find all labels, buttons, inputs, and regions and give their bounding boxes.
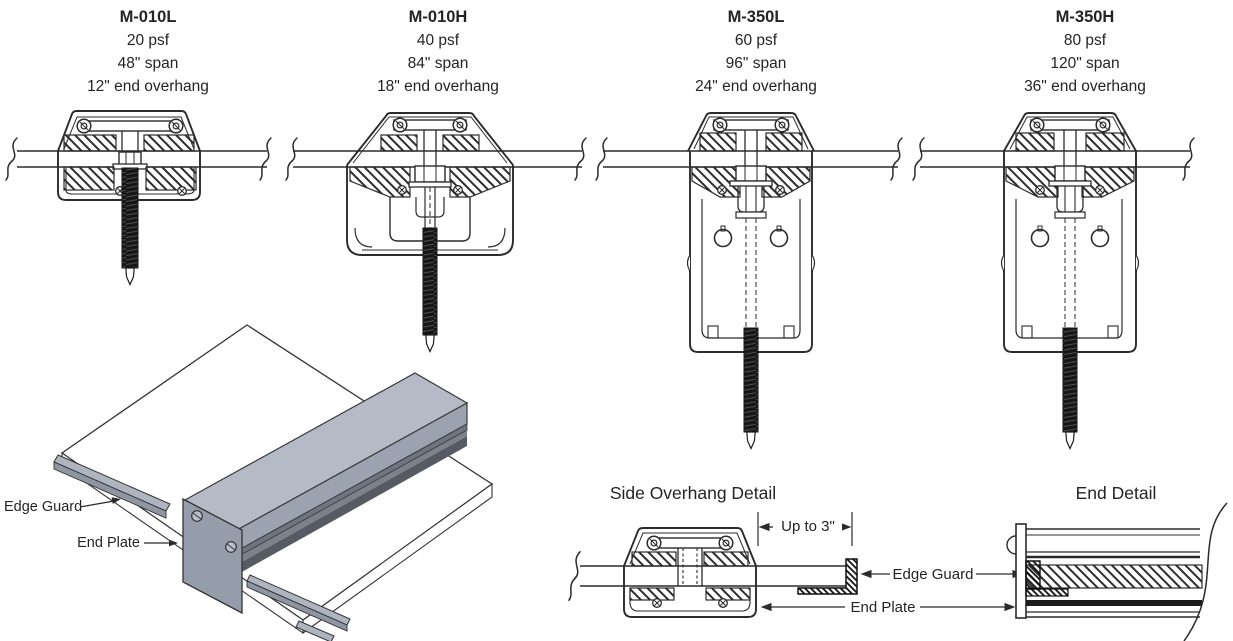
model-overhang: 36" end overhang xyxy=(1024,78,1146,95)
model-span: 48" span xyxy=(117,55,179,72)
side-overhang-detail-title: Side Overhang Detail xyxy=(609,483,777,503)
model-load: 60 psf xyxy=(734,32,778,49)
model-load: 80 psf xyxy=(1063,32,1107,49)
model-overhang: 24" end overhang xyxy=(695,78,817,95)
model-name: M-350L xyxy=(727,8,785,26)
model-span: 84" span xyxy=(407,55,469,72)
iso-end-plate-label: End Plate xyxy=(77,535,140,551)
model-span: 96" span xyxy=(725,55,787,72)
end-plate-face xyxy=(182,497,243,615)
cross-section-m-010h xyxy=(346,112,514,353)
model-header-m350l: M-350L 60 psf 96" span 24" end overhang xyxy=(646,6,866,98)
model-overhang: 12" end overhang xyxy=(87,78,209,95)
model-load: 20 psf xyxy=(126,32,170,49)
dimension-label: Up to 3" xyxy=(774,518,842,535)
model-load: 40 psf xyxy=(416,32,460,49)
model-header-m350h: M-350H 80 psf 120" span 36" end overhang xyxy=(975,6,1195,98)
model-overhang: 18" end overhang xyxy=(377,78,499,95)
side-overhang-detail xyxy=(568,512,1023,618)
edge-guard-piece xyxy=(797,558,858,595)
end-detail-drawing xyxy=(1006,502,1228,641)
detail-end-plate-label: End Plate xyxy=(850,599,916,616)
cross-section-m-010l xyxy=(57,110,201,286)
model-span: 120" span xyxy=(1050,55,1120,72)
cross-section-m-350l xyxy=(686,112,816,450)
model-header-m010h: M-010H 40 psf 84" span 18" end overhang xyxy=(328,6,548,98)
iso-edge-guard-label: Edge Guard xyxy=(4,499,83,515)
edge-guard-end-piece xyxy=(1025,560,1041,590)
detail-edge-guard-label: Edge Guard xyxy=(892,566,974,583)
isometric-view xyxy=(53,324,494,641)
model-name: M-010H xyxy=(408,8,468,26)
break-curve xyxy=(1183,502,1228,641)
model-header-m010l: M-010L 20 psf 48" span 12" end overhang xyxy=(38,6,258,98)
cross-section-m-350h xyxy=(1000,112,1140,450)
model-name: M-350H xyxy=(1055,8,1115,26)
end-detail-title: End Detail xyxy=(1075,483,1157,503)
model-name: M-010L xyxy=(119,8,177,26)
